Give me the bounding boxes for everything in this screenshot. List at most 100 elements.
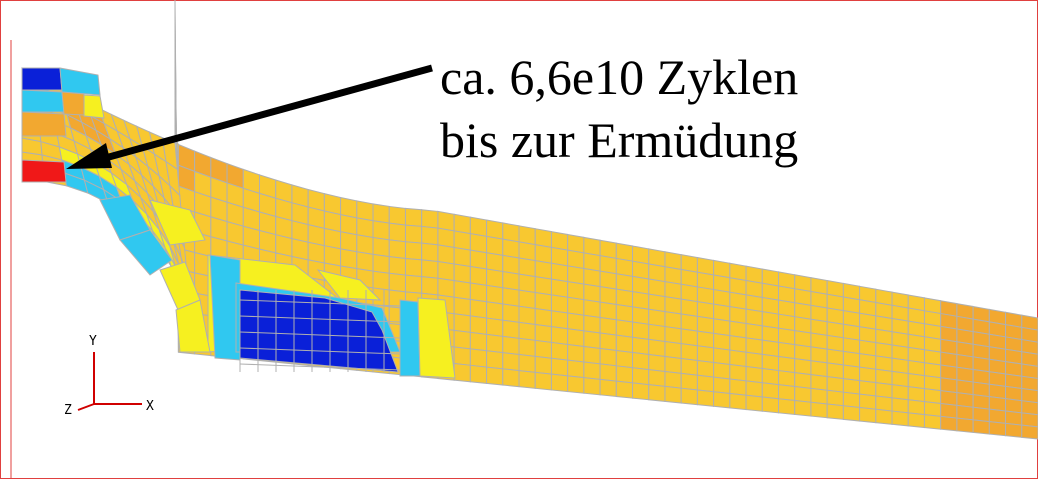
mesh-element bbox=[356, 234, 374, 255]
mesh-element bbox=[518, 241, 536, 262]
mesh-element bbox=[404, 224, 423, 244]
mesh-element bbox=[599, 332, 617, 352]
triad-x-label: X bbox=[146, 399, 154, 414]
mesh-element bbox=[859, 353, 877, 370]
mesh-element bbox=[696, 374, 715, 393]
mesh-element bbox=[956, 417, 974, 434]
mesh-element bbox=[940, 377, 958, 394]
mesh-element bbox=[761, 382, 779, 400]
mesh-element bbox=[713, 303, 731, 322]
fringe-patch bbox=[21, 67, 63, 91]
mesh-element bbox=[340, 231, 358, 253]
mesh-element bbox=[1005, 422, 1023, 438]
mesh-element bbox=[599, 363, 617, 382]
mesh-element bbox=[469, 249, 488, 270]
mesh-element bbox=[567, 265, 585, 285]
mesh-element bbox=[729, 320, 747, 339]
mesh-element bbox=[794, 399, 812, 417]
mesh-element bbox=[891, 384, 909, 401]
mesh-element bbox=[778, 355, 796, 374]
mesh-element bbox=[745, 337, 763, 355]
mesh-element bbox=[469, 282, 488, 303]
mesh-element bbox=[680, 387, 698, 406]
mesh-element bbox=[1005, 398, 1023, 414]
mesh-element bbox=[842, 391, 861, 409]
mesh-element bbox=[761, 396, 779, 414]
fringe-patch bbox=[175, 299, 211, 353]
mesh-element bbox=[615, 380, 634, 399]
mesh-element bbox=[615, 365, 634, 384]
mesh-element bbox=[810, 387, 828, 405]
mesh-element bbox=[632, 306, 650, 325]
mesh-element bbox=[680, 357, 698, 376]
mesh-element bbox=[648, 338, 666, 358]
annotation-line-2: bis zur Ermüdung bbox=[440, 112, 799, 168]
mesh-element bbox=[940, 390, 958, 406]
mesh-element bbox=[534, 323, 552, 344]
mesh-element bbox=[453, 362, 471, 383]
mesh-element bbox=[534, 244, 552, 264]
fringe-patch bbox=[21, 159, 67, 183]
mesh-element bbox=[680, 343, 698, 362]
mesh-element bbox=[453, 213, 471, 235]
mesh-element bbox=[550, 310, 569, 330]
mesh-element bbox=[421, 259, 439, 279]
mesh-element bbox=[680, 313, 698, 332]
mesh-element bbox=[1021, 351, 1038, 367]
mesh-element bbox=[469, 216, 488, 237]
mesh-element bbox=[486, 366, 504, 386]
mesh-element bbox=[453, 329, 471, 350]
mesh-element bbox=[956, 404, 974, 421]
mesh-element bbox=[664, 296, 682, 315]
mesh-element bbox=[810, 346, 828, 364]
mesh-element bbox=[583, 361, 601, 380]
mesh-element bbox=[583, 283, 601, 303]
triad-y-label: Y bbox=[89, 334, 97, 349]
mesh-element bbox=[940, 415, 958, 432]
mesh-lines bbox=[239, 290, 401, 372]
fatigue-arrow bbox=[66, 64, 433, 169]
mesh-element bbox=[583, 377, 601, 396]
mesh-element bbox=[729, 349, 747, 368]
fringe-patch bbox=[149, 199, 206, 246]
mesh-element bbox=[518, 289, 536, 310]
mesh-element bbox=[404, 257, 423, 278]
mesh-element bbox=[518, 353, 536, 373]
mesh-element bbox=[632, 321, 650, 340]
mesh-element bbox=[518, 370, 536, 389]
mesh-element bbox=[615, 349, 634, 369]
mesh-element bbox=[534, 307, 552, 328]
mesh-element bbox=[778, 369, 796, 388]
mesh-element bbox=[794, 330, 812, 348]
mesh-element bbox=[469, 331, 488, 352]
mesh-element bbox=[761, 353, 779, 372]
mesh-element bbox=[567, 375, 585, 394]
mesh-element bbox=[502, 335, 520, 356]
mesh-element bbox=[648, 293, 666, 313]
mesh-element bbox=[469, 364, 488, 384]
mesh-element bbox=[923, 401, 942, 417]
mesh-element bbox=[632, 351, 650, 371]
mesh-element bbox=[421, 242, 439, 263]
mesh-element bbox=[486, 219, 504, 240]
mesh-element bbox=[1021, 375, 1038, 392]
mesh-element bbox=[356, 251, 374, 272]
mesh-element bbox=[567, 296, 585, 316]
mesh-element bbox=[469, 315, 488, 335]
mesh-element bbox=[583, 299, 601, 319]
mesh-element bbox=[161, 136, 178, 171]
mesh-element bbox=[534, 339, 552, 359]
mesh-element bbox=[648, 353, 666, 373]
mesh-element bbox=[810, 401, 828, 419]
mesh-element bbox=[745, 394, 763, 412]
mesh-element bbox=[794, 385, 812, 403]
mesh-element bbox=[940, 402, 958, 419]
mesh-element bbox=[486, 268, 504, 289]
mesh-element bbox=[486, 235, 504, 256]
mesh-element bbox=[1021, 400, 1038, 416]
mesh-element bbox=[826, 376, 844, 393]
mesh-element bbox=[988, 408, 1007, 424]
fringe-patch bbox=[316, 269, 382, 301]
mesh-element bbox=[437, 260, 455, 282]
mesh-element bbox=[891, 370, 909, 388]
